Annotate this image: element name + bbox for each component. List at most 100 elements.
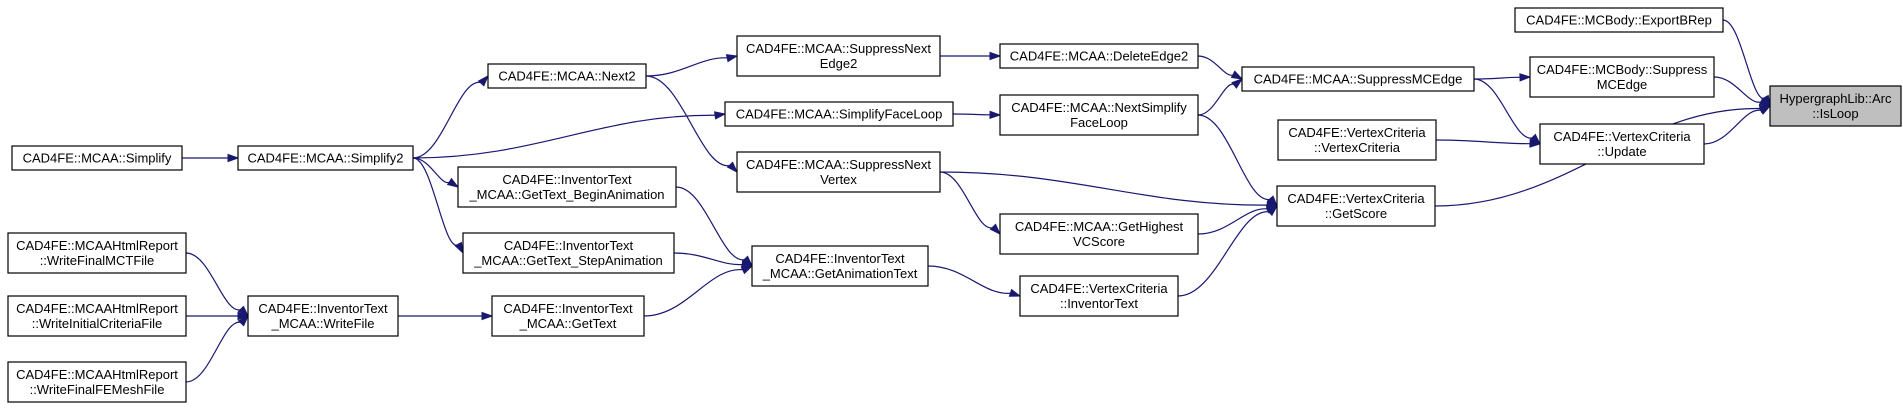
node-label: Edge2 <box>820 56 858 71</box>
node-vc-update[interactable]: CAD4FE::VertexCriteria::Update <box>1539 123 1705 165</box>
arrowhead <box>227 153 240 163</box>
node-label: CAD4FE::InventorText <box>503 301 633 316</box>
node-label: ::IsLoop <box>1812 106 1858 121</box>
node-label: ::Update <box>1597 144 1646 159</box>
node-vc-ctor[interactable]: CAD4FE::VertexCriteria::VertexCriteria <box>1277 119 1437 161</box>
node-writefinalmct[interactable]: CAD4FE::MCAAHtmlReport::WriteFinalMCTFil… <box>7 232 187 274</box>
node-label: CAD4FE::MCAAHtmlReport <box>16 301 178 316</box>
arrowhead <box>237 305 250 318</box>
node-simplify[interactable]: CAD4FE::MCAA::Simplify <box>11 145 183 171</box>
node-label: CAD4FE::VertexCriteria <box>1553 129 1691 144</box>
node-vc-inventor[interactable]: CAD4FE::VertexCriteria::InventorText <box>1019 275 1179 317</box>
node-getanimationtext[interactable]: CAD4FE::InventorText_MCAA::GetAnimationT… <box>751 245 929 287</box>
node-box <box>247 295 399 337</box>
node-label: FaceLoop <box>1070 115 1128 130</box>
edge-suppressnextvertex-to-gethighest <box>939 171 1002 236</box>
node-box <box>1769 85 1902 127</box>
node-box <box>462 232 675 274</box>
node-next2[interactable]: CAD4FE::MCAA::Next2 <box>487 63 647 89</box>
node-writeinitial[interactable]: CAD4FE::MCAAHtmlReport::WriteInitialCrit… <box>7 295 187 337</box>
node-label: CAD4FE::InventorText <box>775 251 905 266</box>
node-label: CAD4FE::MCAA::Next2 <box>498 69 635 84</box>
node-label: ::InventorText <box>1060 296 1138 311</box>
node-label: CAD4FE::MCAA::NextSimplify <box>1011 100 1187 115</box>
node-vc-getscore[interactable]: CAD4FE::VertexCriteria::GetScore <box>1276 185 1436 227</box>
node-box <box>724 101 954 127</box>
node-box <box>1277 119 1437 161</box>
node-label: CAD4FE::VertexCriteria <box>1030 281 1168 296</box>
edge-vc-inventor-to-vc-getscore <box>1177 204 1279 297</box>
node-gettext-begin[interactable]: CAD4FE::InventorText_MCAA::GetText_Begin… <box>457 166 677 208</box>
node-label: MCEdge <box>1597 77 1648 92</box>
node-mcbody-suppress[interactable]: CAD4FE::MCBody::SuppressMCEdge <box>1529 56 1715 98</box>
node-isloop[interactable]: HypergraphLib::Arc::IsLoop <box>1769 85 1902 127</box>
node-label: CAD4FE::MCBody::Suppress <box>1537 62 1708 77</box>
node-simplifyfaceloop[interactable]: CAD4FE::MCAA::SimplifyFaceLoop <box>724 101 954 127</box>
arrowhead <box>726 161 739 174</box>
node-label: _MCAA::GetAnimationText <box>762 266 918 281</box>
node-simplify2[interactable]: CAD4FE::MCAA::Simplify2 <box>237 145 414 171</box>
node-writefinalfe[interactable]: CAD4FE::MCAAHtmlReport::WriteFinalFEMesh… <box>7 361 187 403</box>
node-label: _MCAA::GetText_StepAnimation <box>473 253 663 268</box>
edge-exportbrep-to-isloop <box>1722 19 1771 108</box>
edge-deleteedge2-to-suppressmcedge <box>1197 55 1244 80</box>
node-suppressmcedge[interactable]: CAD4FE::MCAA::SuppressMCEdge <box>1241 66 1475 92</box>
arrowhead <box>1231 78 1244 89</box>
node-gettext-step[interactable]: CAD4FE::InventorText_MCAA::GetText_StepA… <box>462 232 675 274</box>
arrowhead <box>237 314 250 327</box>
node-gettext[interactable]: CAD4FE::InventorText_MCAA::GetText <box>491 295 645 337</box>
node-box <box>7 361 187 403</box>
arrowhead <box>989 110 1002 119</box>
edge-next2-to-suppressnextedge <box>645 54 739 77</box>
call-edges <box>181 19 1772 383</box>
arrowhead <box>714 111 727 120</box>
edge-suppressnextedge-to-deleteedge2 <box>940 51 1002 61</box>
node-exportbrep[interactable]: CAD4FE::MCBody::ExportBRep <box>1514 7 1724 33</box>
arrowhead <box>237 311 250 321</box>
node-writefile[interactable]: CAD4FE::InventorText_MCAA::WriteFile <box>247 295 399 337</box>
node-box <box>457 166 677 208</box>
node-box <box>736 35 941 77</box>
node-label: CAD4FE::InventorText <box>504 238 634 253</box>
edge-gethighest-to-vc-getscore <box>1197 205 1279 235</box>
node-box <box>237 145 414 171</box>
edge-writefinalfe-to-writefile <box>185 314 250 383</box>
node-box <box>491 295 645 337</box>
node-box <box>1539 123 1705 165</box>
node-label: CAD4FE::VertexCriteria <box>1287 191 1425 206</box>
arrowhead <box>1519 73 1532 82</box>
node-label: _MCAA::GetText_BeginAnimation <box>468 187 664 202</box>
node-box <box>1241 66 1475 92</box>
arrowhead <box>989 51 1002 61</box>
node-label: Vertex <box>820 172 857 187</box>
edge-simplify2-to-next2 <box>412 74 490 159</box>
node-label: CAD4FE::MCAAHtmlReport <box>16 367 178 382</box>
node-label: CAD4FE::MCBody::ExportBRep <box>1526 13 1712 28</box>
node-label: ::WriteFinalMCTFile <box>40 253 155 268</box>
edge-gettext-step-to-getanimationtext <box>673 252 754 269</box>
node-box <box>11 145 183 171</box>
node-label: _MCAA::GetText <box>519 316 617 331</box>
edge-writefile-to-gettext <box>397 311 494 321</box>
node-label: CAD4FE::MCAA::Simplify <box>23 151 172 166</box>
arrowhead <box>1758 97 1772 107</box>
node-label: CAD4FE::MCAA::SimplifyFaceLoop <box>736 107 943 122</box>
node-box <box>1019 275 1179 317</box>
edge-next2-to-suppressnextvertex <box>645 75 739 174</box>
node-label: CAD4FE::MCAA::Simplify2 <box>247 151 403 166</box>
edge-mcbody-suppress-to-isloop <box>1713 76 1772 107</box>
node-label: HypergraphLib::Arc <box>1780 91 1892 106</box>
arrowhead <box>1230 70 1244 80</box>
node-deleteedge2[interactable]: CAD4FE::MCAA::DeleteEdge2 <box>999 43 1199 69</box>
arrowhead <box>481 311 494 321</box>
node-label: CAD4FE::InventorText <box>258 301 388 316</box>
node-label: CAD4FE::MCAA::SuppressNext <box>746 41 931 56</box>
node-label: ::WriteFinalFEMeshFile <box>30 382 165 397</box>
node-label: CAD4FE::InventorText <box>502 172 632 187</box>
edge-simplifyfaceloop-to-nextsimplify <box>952 110 1002 119</box>
node-label: CAD4FE::MCAA::DeleteEdge2 <box>1010 49 1188 64</box>
